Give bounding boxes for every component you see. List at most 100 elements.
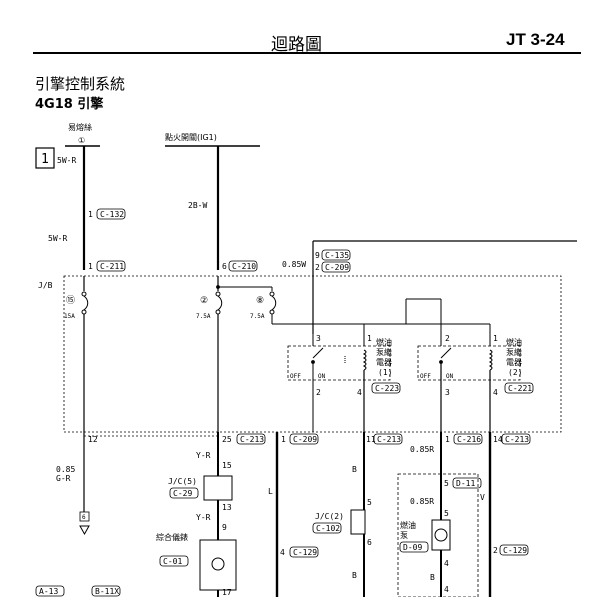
page-number: JT 3-24 <box>506 30 565 49</box>
pump-label: 燃油 <box>400 520 416 530</box>
terminal-label: 1 <box>367 334 372 343</box>
wire-label: Y-R <box>196 451 211 460</box>
fuse2-top <box>215 291 221 297</box>
relay1-switch <box>312 347 324 359</box>
switch-on-label: ON <box>318 373 326 380</box>
connector-label: D-11 <box>456 479 475 488</box>
ref-box-label: 1 <box>41 152 49 167</box>
pin-label: 5 <box>444 509 449 518</box>
pin-label: 14 <box>493 435 503 444</box>
pump-motor <box>434 528 448 542</box>
relay2-box <box>417 345 521 381</box>
wire-label: 0.85 <box>56 465 75 474</box>
connector-label: C-213 <box>240 435 264 444</box>
connector-label: C-223 <box>375 384 399 393</box>
relay2-coil <box>488 349 493 371</box>
connector-label: D-09 <box>403 543 422 552</box>
connector-label: C-29 <box>173 489 192 498</box>
wire-label: V <box>480 493 485 502</box>
connector-label: C-209 <box>325 263 349 272</box>
fuse15-element <box>83 295 89 311</box>
footer-connector: A-13 <box>39 587 58 596</box>
relay1-name: 燃油 <box>376 337 392 347</box>
fuse-label: ⑧ <box>256 296 264 306</box>
pin-label: 1 <box>281 435 286 444</box>
pin-label: 5 <box>444 479 449 488</box>
pin-label: 1 <box>88 210 93 219</box>
terminal-label: 2 <box>445 334 450 343</box>
connector-label: C-216 <box>457 435 481 444</box>
wire-label: B <box>352 465 357 474</box>
relay1-box <box>287 345 391 381</box>
wire-label: 2B-W <box>188 201 207 210</box>
pin-label: 4 <box>280 548 285 557</box>
pin-label: 2 <box>315 263 320 272</box>
fuse-label: ⑮ <box>66 295 75 306</box>
pin-label: 6 <box>367 538 372 547</box>
relay2-name: 泵繼 <box>506 347 522 357</box>
ground-box <box>79 511 90 522</box>
fuse-rating: 7.5A <box>250 313 265 320</box>
wire-label: G-R <box>56 474 71 483</box>
pin-label: 4 <box>444 585 449 594</box>
wire-label: 5W-R <box>48 234 67 243</box>
wire-label: B <box>352 571 357 580</box>
connector-label: C-135 <box>325 251 349 260</box>
junction-label: J/C(5) <box>168 477 197 486</box>
meter-gauge <box>211 557 225 571</box>
system-subtitle: 4G18 引擎 <box>35 97 104 112</box>
fuse8-top <box>269 291 275 297</box>
relay1-name: 泵繼 <box>376 347 392 357</box>
wire-label: 0.85W <box>282 260 306 269</box>
terminal-label: 4 <box>357 388 362 397</box>
pin-label: 17 <box>222 588 232 597</box>
relay1-name: (1) <box>378 368 392 377</box>
page-header-title: 迴路圖 <box>271 35 322 54</box>
wire-label: 0.85R <box>410 497 434 506</box>
wire-label: B <box>430 573 435 582</box>
fuse-rating: 7.5A <box>196 313 211 320</box>
pin-label: 1 <box>88 262 93 271</box>
jc2-box <box>350 509 366 535</box>
pin-label: 11 <box>366 435 376 444</box>
wire-label: 0.85R <box>410 445 434 454</box>
connector-label: C-221 <box>508 384 532 393</box>
relay2-switch <box>440 347 452 359</box>
pin-label: 6 <box>222 262 227 271</box>
pump-box <box>397 473 479 597</box>
relay2-name: (2) <box>508 368 522 377</box>
pin-label: 12 <box>88 435 98 444</box>
connector-label: C-129 <box>293 548 317 557</box>
fuse-label: ② <box>200 296 208 306</box>
pin-label: 15 <box>222 461 232 470</box>
relay2-name: 燃油 <box>506 337 522 347</box>
relay2-name: 電器 <box>506 358 522 367</box>
ground-label: 6 <box>82 514 86 521</box>
connector-label: C-211 <box>100 262 124 271</box>
switch-on-label: ON <box>446 373 454 380</box>
pin-label: 4 <box>444 559 449 568</box>
pin-label: 2 <box>493 546 498 555</box>
pin-label: 9 <box>315 251 320 260</box>
connector-label: C-132 <box>100 210 124 219</box>
connector-label: C-01 <box>163 557 182 566</box>
terminal-label: 3 <box>316 334 321 343</box>
meter-label: 綜合儀錶 <box>156 532 188 542</box>
ground-symbol <box>79 525 90 536</box>
pump-label: 泵 <box>400 531 408 540</box>
terminal-label: 1 <box>493 334 498 343</box>
fusible-link-num: ① <box>78 136 85 145</box>
ignition-label: 點火開關(IG1) <box>165 132 217 142</box>
pin-label: 25 <box>222 435 232 444</box>
connector-label: C-209 <box>293 435 317 444</box>
pin-label: 5 <box>367 498 372 507</box>
fusible-link-label: 易熔絲 <box>68 122 92 132</box>
header-rule <box>33 52 581 54</box>
switch-off-label: OFF <box>420 373 431 380</box>
switch-off-label: OFF <box>290 373 301 380</box>
relay1-coil <box>362 349 367 371</box>
wire-label: Y-R <box>196 513 211 522</box>
connector-label: C-129 <box>503 546 527 555</box>
terminal-label: 2 <box>316 388 321 397</box>
